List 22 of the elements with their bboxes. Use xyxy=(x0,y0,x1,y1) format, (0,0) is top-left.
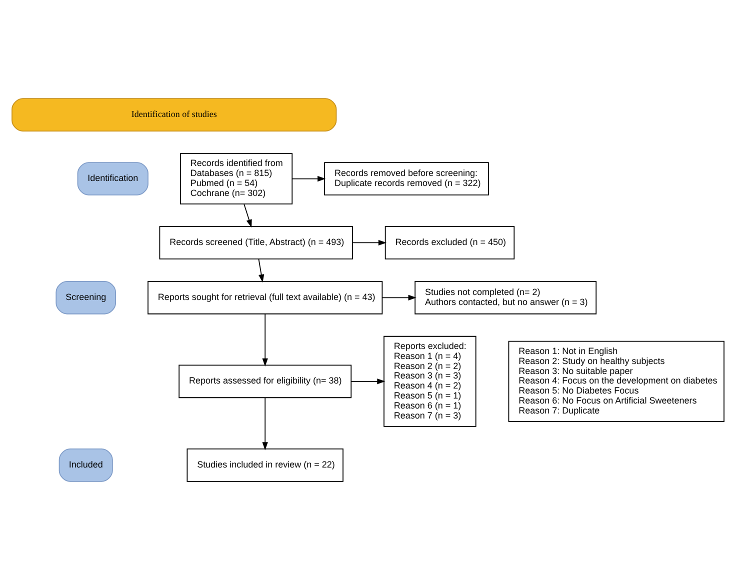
node-box: Records removed before screening: Duplicate records removed (n = 322) xyxy=(324,162,489,195)
node-box: Identification of studies xyxy=(12,98,337,131)
node-box: Reports assessed for eligibility (n= 38) xyxy=(178,364,352,398)
node-box: Records excluded (n = 450) xyxy=(384,226,515,259)
node-box: Studies included in review (n = 22) xyxy=(186,448,344,482)
node-box: Reports sought for retrieval (full text available) (n = 43) xyxy=(148,280,383,314)
node-box: Records identified from Databases (n = 815) Pubmed (n = 54) Cochrane (n= 302) xyxy=(180,152,293,204)
arrow xyxy=(258,258,264,282)
arrow xyxy=(292,175,326,182)
arrow xyxy=(350,378,386,384)
arrow xyxy=(382,294,416,300)
node-box: Reports excluded: Reason 1 (n = 4) Reason 2 (n = 2) Reason 3 (n = 3) Reason 4 (n = 2) Reason 5 (n = 1) Reason 6 (n = 1) Reason 7 (n = 3) xyxy=(384,335,476,426)
node-box: Included xyxy=(58,448,113,482)
arrow xyxy=(244,203,252,228)
arrow xyxy=(262,313,268,366)
node-box: Studies not completed (n= 2) Authors contacted, but no answer (n = 3) xyxy=(414,280,597,314)
node-box: Screening xyxy=(56,280,116,314)
arrow xyxy=(352,239,387,246)
node-box: Reason 1: Not in English Reason 2: Study on healthy subjects Reason 3: No suitable paper Reason 4: Focus on the development on diabetes Reason 5: No Diabetes Focus Reason 6: No Focus on Artificial Sweeteners Reason 7: Duplicate xyxy=(508,340,724,422)
arrow xyxy=(262,396,268,450)
node-box: Identification xyxy=(77,162,148,195)
node-box: Records screened (Title, Abstract) (n = 493) xyxy=(159,226,353,259)
